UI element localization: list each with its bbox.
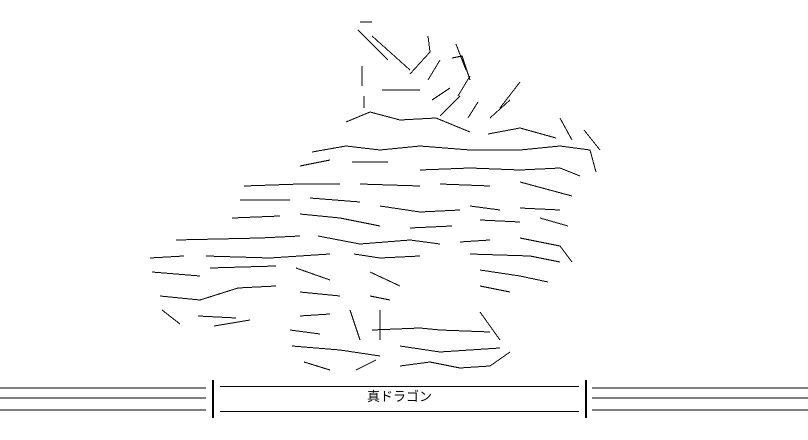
caption-box: 真ドラゴン: [212, 380, 587, 418]
caption-label: 真ドラゴン: [366, 390, 432, 405]
dragon-ascii-art: [149, 21, 601, 371]
